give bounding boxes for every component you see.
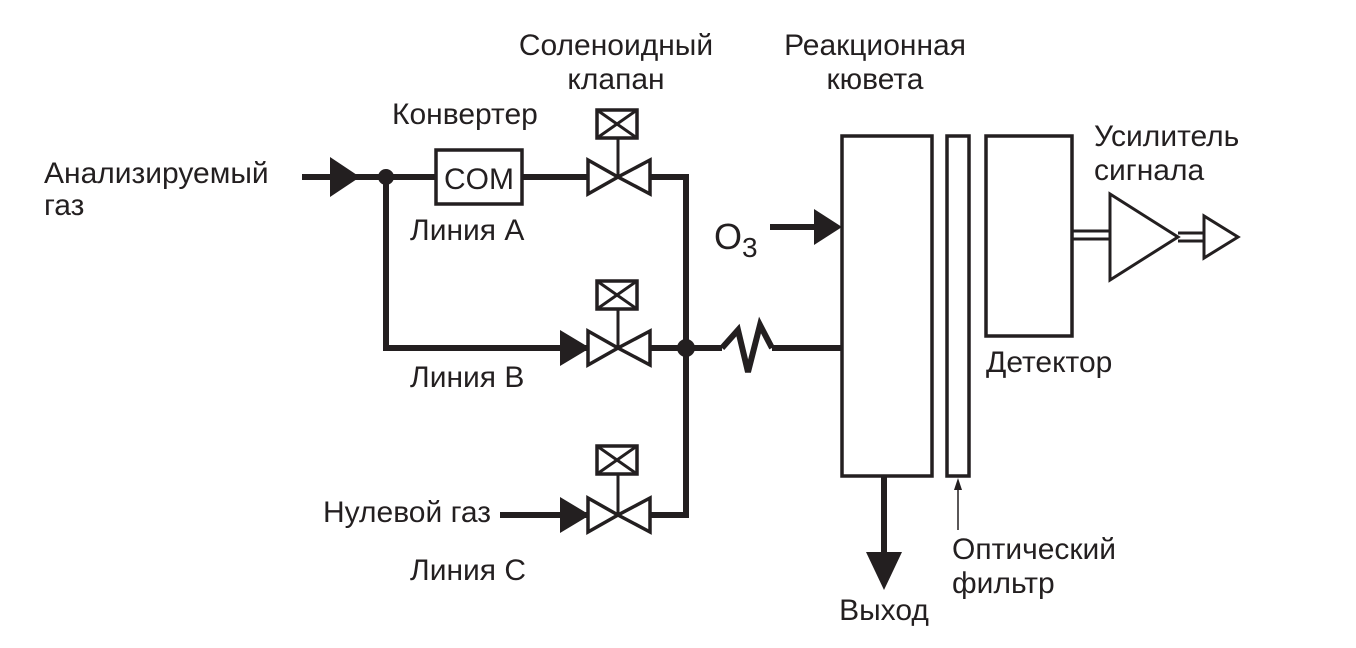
line-a-label: Линия A: [410, 214, 524, 247]
sample-gas-label-line2: газ: [44, 189, 84, 222]
line-b-arrow-icon: [560, 330, 590, 366]
sample-arrow-icon: [330, 157, 360, 197]
optical-filter: [945, 134, 971, 478]
optical-filter-label-line1: Оптический: [952, 533, 1116, 566]
zero-gas-arrow-icon: [560, 497, 590, 533]
amplifier-triangle: [1108, 191, 1181, 283]
converter-box-label: COM: [444, 163, 514, 196]
reaction-cell: [840, 134, 934, 478]
converter-label: Конвертер: [392, 98, 538, 131]
outlet-label: Выход: [839, 594, 929, 627]
sample-gas-label-line1: Анализируемый: [44, 157, 269, 190]
solenoid-label-line1: Соленоидный: [519, 29, 713, 62]
ozone-label: O3: [714, 216, 758, 263]
line-b-pipe: [383, 177, 588, 351]
reaction-cell-label-line2: кювета: [826, 63, 923, 96]
optical-filter-pointer-arrow-icon: [954, 478, 962, 490]
detector-box: [984, 134, 1074, 338]
ozone-label-main: O: [714, 216, 742, 257]
zero-gas-label: Нулевой газ: [323, 496, 491, 529]
signal-output-arrow-icon: [1202, 213, 1241, 261]
amplifier-label-line1: Усилитель: [1094, 120, 1239, 153]
line-c-label: Линия C: [410, 554, 526, 587]
ozone-arrow-icon: [814, 209, 842, 245]
detector-label: Детектор: [986, 346, 1112, 379]
solenoid-valve-c: [586, 444, 652, 536]
reaction-cell-label-line1: Реакционная: [784, 29, 966, 62]
solenoid-valve-b: [586, 279, 652, 369]
optical-filter-label-line2: фильтр: [952, 567, 1055, 600]
flow-restrictor: [719, 316, 775, 373]
signal-connection-detector: [1072, 229, 1110, 241]
solenoid-valve-a: [586, 108, 652, 198]
outlet-arrow-icon: [866, 552, 902, 590]
signal-connection-output: [1178, 231, 1204, 243]
ozone-label-subscript: 3: [742, 232, 758, 263]
line-b-label: Линия B: [410, 361, 524, 394]
junction-dot-collector: [677, 339, 695, 357]
solenoid-label-line2: клапан: [567, 63, 664, 96]
amplifier-label-line2: сигнала: [1094, 154, 1204, 187]
junction-dot-sample: [378, 169, 394, 185]
converter-box: [434, 148, 524, 206]
